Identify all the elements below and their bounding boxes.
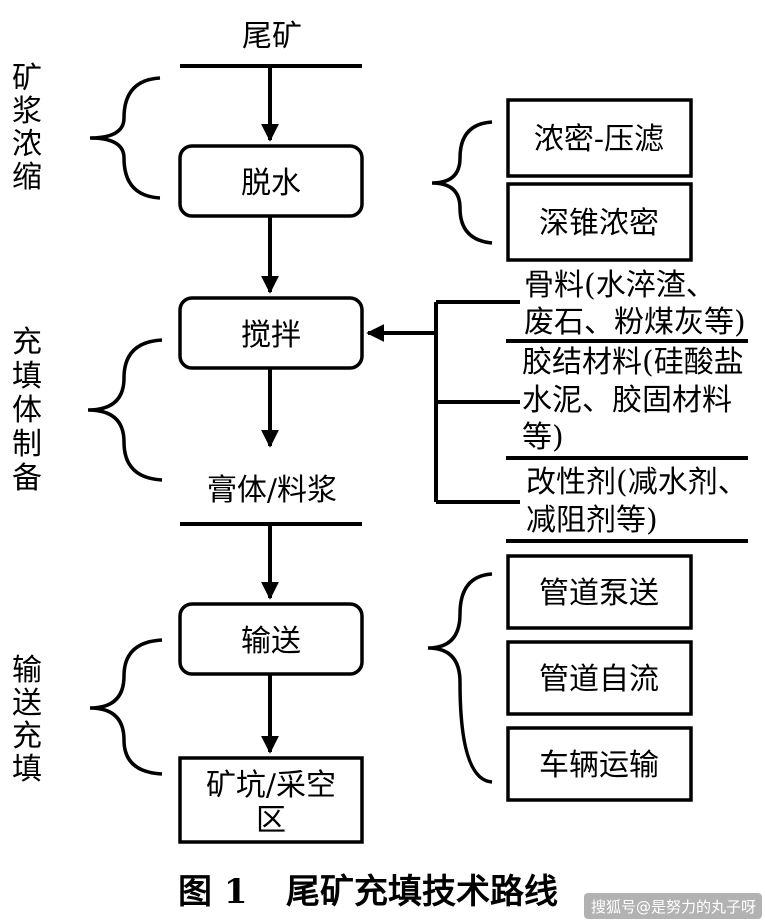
figure-number: 图 1 — [178, 872, 248, 912]
transport-label: 输送 — [241, 624, 301, 659]
svg-text:改性剂(减水剂、: 改性剂(减水剂、 — [526, 465, 748, 500]
material-binder: 胶结材料(硅酸盐 水泥、胶固材料 等) — [522, 345, 744, 455]
transport-box-vehicle — [506, 726, 693, 802]
svg-text:送: 送 — [12, 686, 42, 721]
brace-thicken — [89, 76, 161, 200]
transport-box-pump — [506, 554, 693, 630]
svg-text:减阻剂等): 减阻剂等) — [526, 503, 658, 538]
figure-title: 尾矿充填技术路线 — [286, 872, 558, 912]
mix-label: 搅拌 — [241, 318, 301, 353]
method-label-filter-press: 浓密-压滤 — [534, 122, 664, 157]
watermark: 搜狐号@是努力的丸子呀 — [591, 898, 756, 916]
method-box-deep-cone — [506, 182, 693, 262]
material-aggregate: 骨料(水淬渣、 废石、粉煤灰等) — [524, 268, 746, 340]
method-label-deep-cone: 深锥浓密 — [539, 206, 659, 241]
svg-text:矿: 矿 — [12, 61, 42, 96]
svg-text:缩: 缩 — [12, 160, 42, 195]
transport-label-gravity: 管道自流 — [539, 662, 659, 697]
watermark-backdrop — [584, 893, 762, 919]
brace-dewater-methods — [431, 120, 493, 245]
svg-text:充: 充 — [12, 719, 42, 754]
tailings-label: 尾矿 — [242, 19, 302, 54]
method-box-filter-press — [506, 98, 693, 178]
transport-label-vehicle: 车辆运输 — [539, 748, 659, 783]
brace-deliver — [89, 638, 163, 776]
svg-text:填: 填 — [12, 359, 42, 394]
dewater-label: 脱水 — [241, 166, 301, 201]
svg-text:胶结材料(硅酸盐: 胶结材料(硅酸盐 — [522, 345, 744, 380]
transport-label-pump: 管道泵送 — [539, 576, 659, 611]
paste-label: 膏体/料浆 — [207, 473, 337, 508]
stope-label-line1: 矿坑/采空 — [206, 768, 336, 803]
phase-prepare-label: 充 填 体 制 备 — [12, 325, 42, 496]
material-modifier: 改性剂(减水剂、 减阻剂等) — [526, 465, 748, 538]
brace-prepare — [87, 338, 163, 482]
stope-box — [178, 756, 364, 844]
stope-label-line2: 区 — [256, 803, 286, 838]
phase-deliver-label: 输 送 充 填 — [12, 653, 42, 787]
svg-text:制: 制 — [12, 427, 42, 462]
brace-transport-methods — [427, 572, 493, 784]
svg-text:输: 输 — [12, 653, 42, 688]
svg-text:骨料(水淬渣、: 骨料(水淬渣、 — [524, 268, 716, 303]
svg-text:等): 等) — [522, 420, 564, 455]
svg-text:水泥、胶固材料: 水泥、胶固材料 — [522, 383, 732, 418]
svg-text:废石、粉煤灰等): 废石、粉煤灰等) — [524, 305, 746, 340]
phase-thicken-label: 矿 浆 浓 缩 — [12, 61, 42, 195]
svg-text:填: 填 — [12, 752, 42, 787]
svg-text:浆: 浆 — [12, 94, 42, 129]
svg-text:浓: 浓 — [12, 127, 42, 162]
svg-text:体: 体 — [12, 393, 42, 428]
transport-box-gravity — [506, 640, 693, 716]
svg-text:备: 备 — [12, 461, 42, 496]
svg-text:充: 充 — [12, 325, 42, 360]
